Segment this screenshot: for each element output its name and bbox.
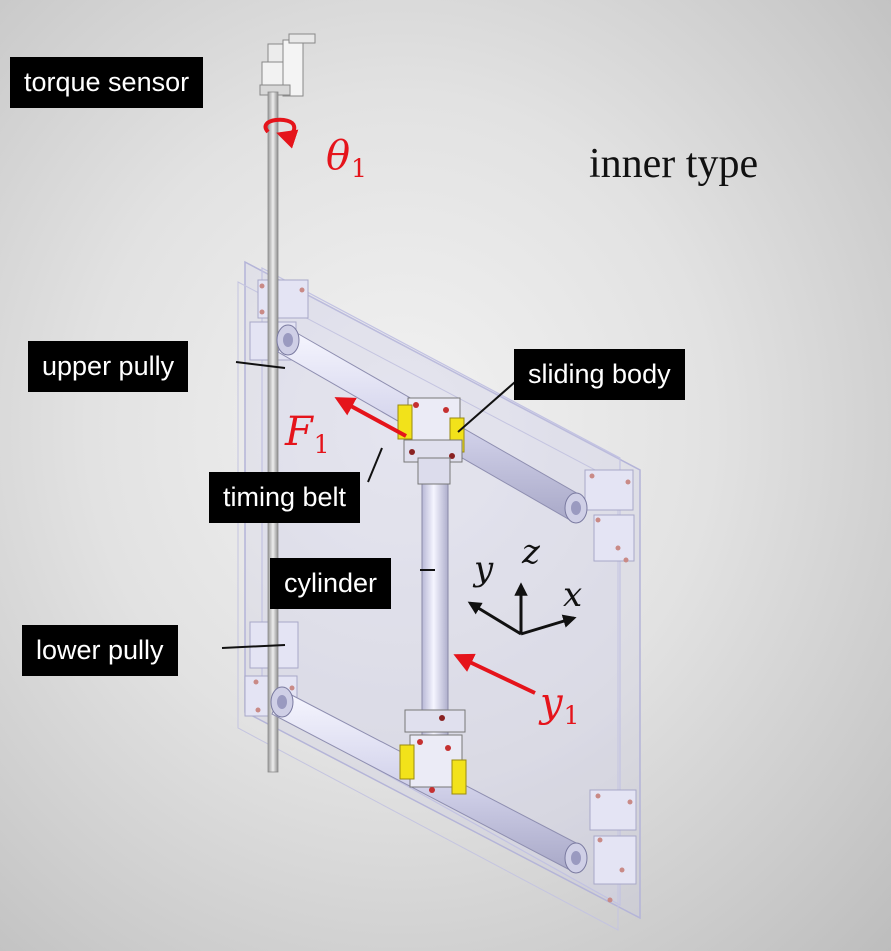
torque-sensor-label: torque sensor (10, 57, 204, 108)
upper-pully-leader (235, 361, 286, 369)
axis-y-label: y (474, 549, 494, 589)
upper-pully-label: upper pully (28, 341, 189, 392)
upper-sliding-body (397, 397, 465, 485)
vertical-shaft (267, 91, 279, 773)
lower-pully-label: lower pully (22, 625, 178, 676)
y1-subscript: 1 (563, 700, 580, 730)
y1-base: y (540, 680, 563, 726)
timing-belt-leader (367, 447, 383, 483)
x-axis-arrow (520, 614, 577, 636)
coordinate-axes (467, 582, 577, 636)
y1-direction-arrow (453, 653, 536, 695)
axis-z-label: z (522, 532, 540, 572)
f1-subscript: 1 (313, 429, 330, 459)
lower-sliding-body (399, 709, 467, 795)
bolts (253, 283, 633, 903)
theta1-base: θ (326, 133, 351, 179)
theta1-subscript: 1 (351, 153, 367, 183)
f1-force-arrow (334, 397, 407, 438)
diagram-title: inner type (589, 141, 759, 187)
lower-pully-leader (221, 644, 286, 649)
torque-sensor-device (259, 33, 316, 97)
theta1-symbol: θ1 (326, 133, 367, 181)
cylinder-label: cylinder (270, 558, 392, 609)
timing-belt-label: timing belt (209, 472, 361, 523)
f1-base: F (285, 409, 313, 455)
theta1-rotation-arrow (263, 117, 299, 149)
y1-symbol: y1 (540, 680, 579, 728)
sliding-body-leader (457, 381, 516, 433)
f1-symbol: F1 (285, 409, 330, 457)
axis-x-label: x (563, 575, 583, 615)
sliding-body-label: sliding body (514, 349, 685, 400)
y-axis-arrow (467, 601, 522, 636)
cylinder-column (421, 454, 449, 736)
